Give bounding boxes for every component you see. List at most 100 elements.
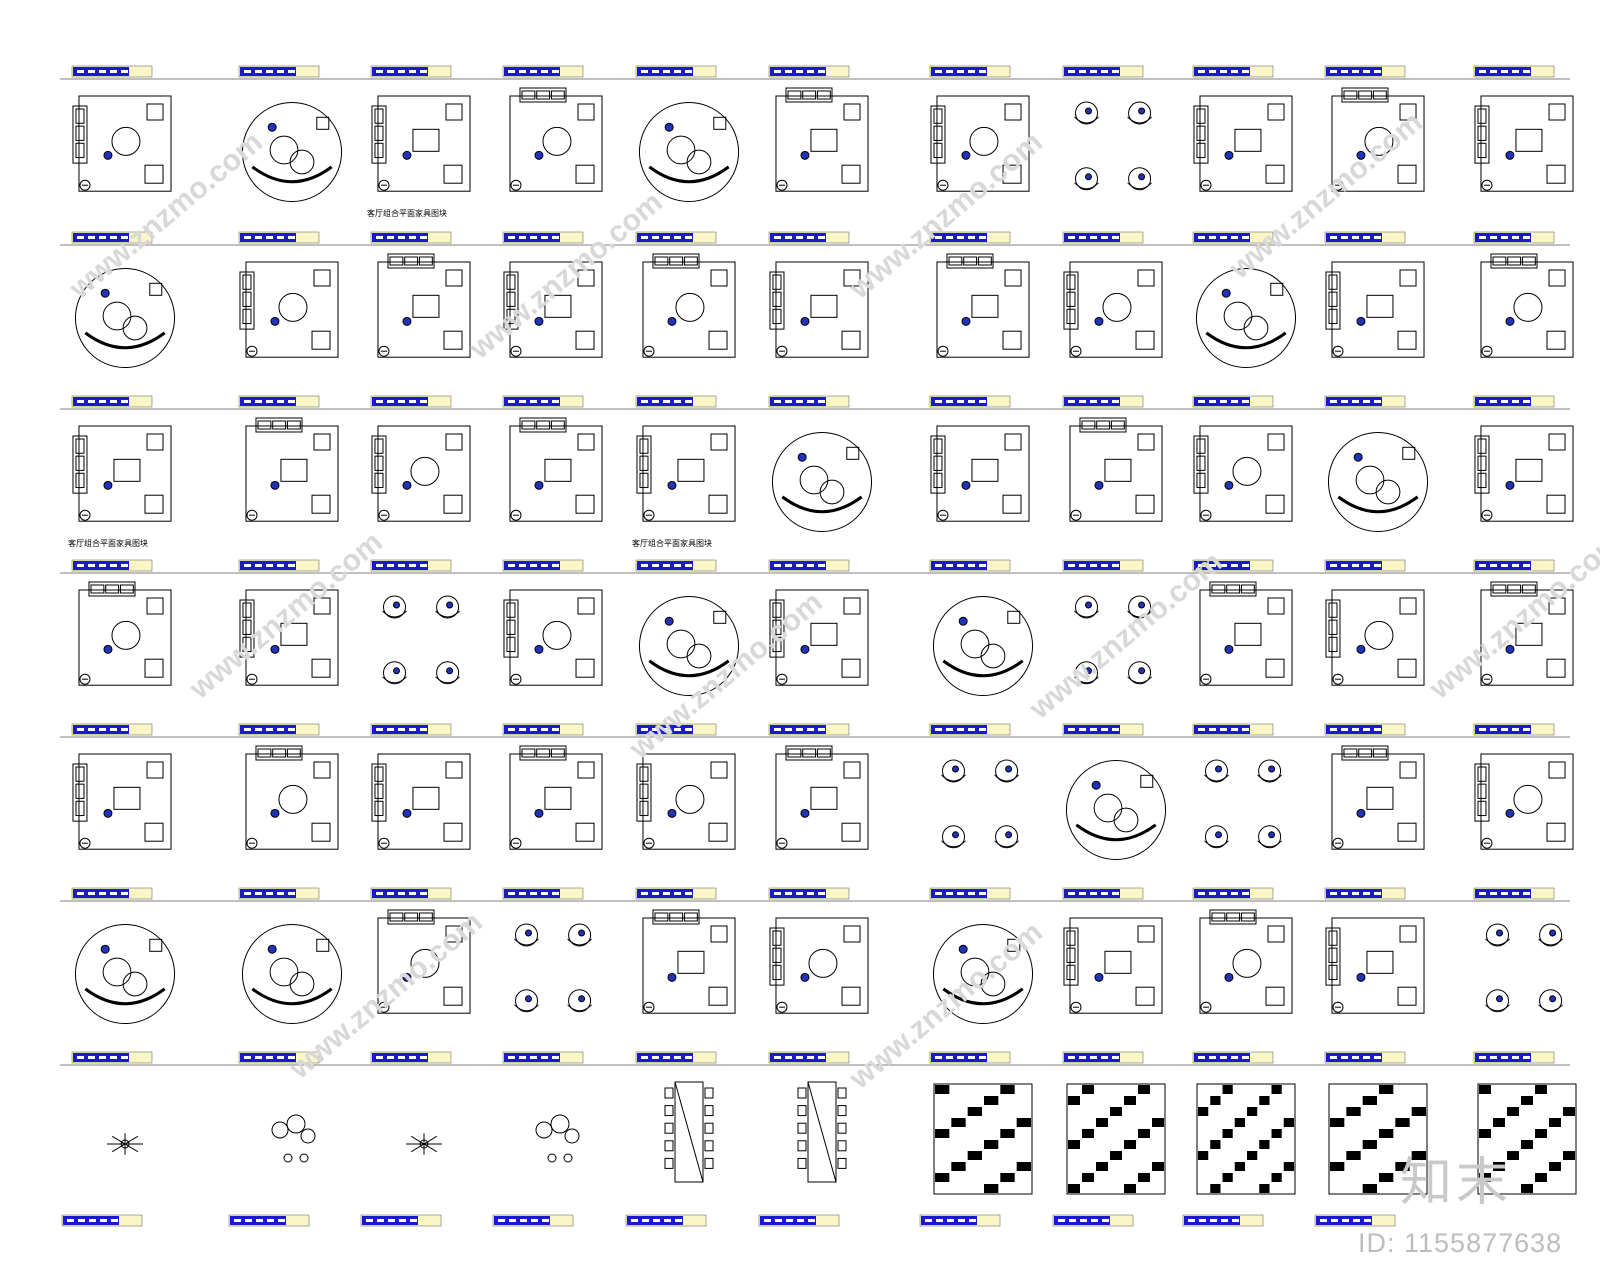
outline [652, 253, 700, 269]
tag-glyph [541, 1056, 548, 1059]
outline [674, 1081, 704, 1183]
circle-mark [563, 1153, 573, 1163]
circle-mark [525, 929, 532, 937]
pattern-cell [967, 1151, 982, 1160]
outline [652, 909, 700, 925]
block-tag-2-7 [929, 231, 1011, 244]
outline [1004, 269, 1022, 287]
tag-glyph [552, 1056, 559, 1059]
circle-mark [393, 601, 400, 609]
tag-glyph [1231, 564, 1238, 567]
furniture-block-2-8 [1063, 261, 1163, 358]
outline [404, 256, 419, 266]
circle-mark [402, 972, 412, 982]
tag-glyph [1374, 892, 1381, 895]
tag-glyph [1330, 236, 1337, 239]
circle-mark [378, 345, 390, 357]
tag-glyph [552, 892, 559, 895]
chair-back [941, 774, 966, 782]
circle-mark [515, 923, 538, 947]
outline [977, 256, 992, 266]
block-tag-1-7 [929, 65, 1011, 78]
tag-glyph [1341, 892, 1348, 895]
leaf [411, 1143, 425, 1153]
tag-glyph [674, 70, 681, 73]
outline [787, 90, 802, 100]
outline [1328, 274, 1338, 290]
outline [1521, 256, 1536, 266]
furniture-block-2-11 [1480, 253, 1574, 358]
outline [1372, 748, 1387, 758]
outline [311, 822, 331, 842]
tag-glyph [244, 892, 251, 895]
tag-glyph [1220, 400, 1227, 403]
chair-back [567, 1004, 592, 1012]
block-tag-5-5 [635, 723, 717, 736]
outline [389, 256, 404, 266]
tag-glyph [1069, 1219, 1076, 1222]
tag-glyph [398, 70, 405, 73]
tag-glyph [110, 236, 117, 239]
tag-glyph [1231, 236, 1238, 239]
pattern-cell [1521, 1096, 1533, 1105]
block-tag-1-6 [768, 65, 850, 78]
tag-glyph [508, 1056, 515, 1059]
circle-mark [1505, 316, 1515, 326]
circle-mark [534, 480, 544, 490]
furniture-block-7-4 [535, 1114, 580, 1163]
outline [119, 584, 134, 594]
circle-mark [79, 673, 91, 685]
circle-mark [937, 509, 949, 521]
outline [146, 103, 164, 121]
tag-glyph [266, 564, 273, 567]
tag-glyph [288, 70, 295, 73]
tag-glyph [1512, 564, 1519, 567]
tag-glyph [774, 236, 781, 239]
tag-glyph [1068, 892, 1075, 895]
outline [1267, 925, 1285, 943]
outline [1546, 822, 1566, 842]
outline [577, 269, 595, 287]
outline [577, 433, 595, 451]
tag-glyph [1209, 728, 1216, 731]
pattern-cell [1000, 1129, 1015, 1138]
tag-glyph [652, 236, 659, 239]
outline [72, 105, 88, 164]
circle-mark [100, 288, 110, 298]
outline [816, 748, 831, 758]
pattern-cell [1000, 1085, 1015, 1094]
block-tag-3-7 [929, 395, 1011, 408]
tag-glyph [946, 564, 953, 567]
circle-mark [510, 509, 522, 521]
tag-glyph [1101, 892, 1108, 895]
circle-mark [1128, 167, 1152, 191]
outline [1397, 330, 1417, 350]
tag-glyph [1330, 564, 1337, 567]
chair-back [1074, 182, 1099, 190]
block-caption: 客厅组合平面家具图块 [367, 208, 447, 218]
circle-mark [686, 149, 712, 175]
circle-mark [241, 923, 343, 1025]
block-tag-3-8 [1062, 395, 1144, 408]
circle-mark [1258, 825, 1282, 849]
tag-glyph [498, 1219, 505, 1222]
furniture-block-3-11 [1474, 425, 1574, 522]
outline [704, 1087, 714, 1099]
tag-glyph [99, 1056, 106, 1059]
circle-mark [103, 644, 113, 654]
outline [713, 116, 727, 130]
outline [149, 938, 163, 952]
furniture-block-5-1 [72, 753, 172, 850]
circle-mark [664, 122, 674, 132]
circle-mark [1332, 1001, 1344, 1013]
chair-back [514, 1004, 539, 1012]
pattern-cell [1362, 1096, 1377, 1105]
tag-glyph [935, 236, 942, 239]
circle-mark [1200, 673, 1212, 685]
outline [412, 128, 440, 152]
circle-mark [776, 1001, 788, 1013]
circle-mark [410, 948, 440, 978]
circle-mark [1549, 929, 1557, 937]
outline [1358, 748, 1373, 758]
